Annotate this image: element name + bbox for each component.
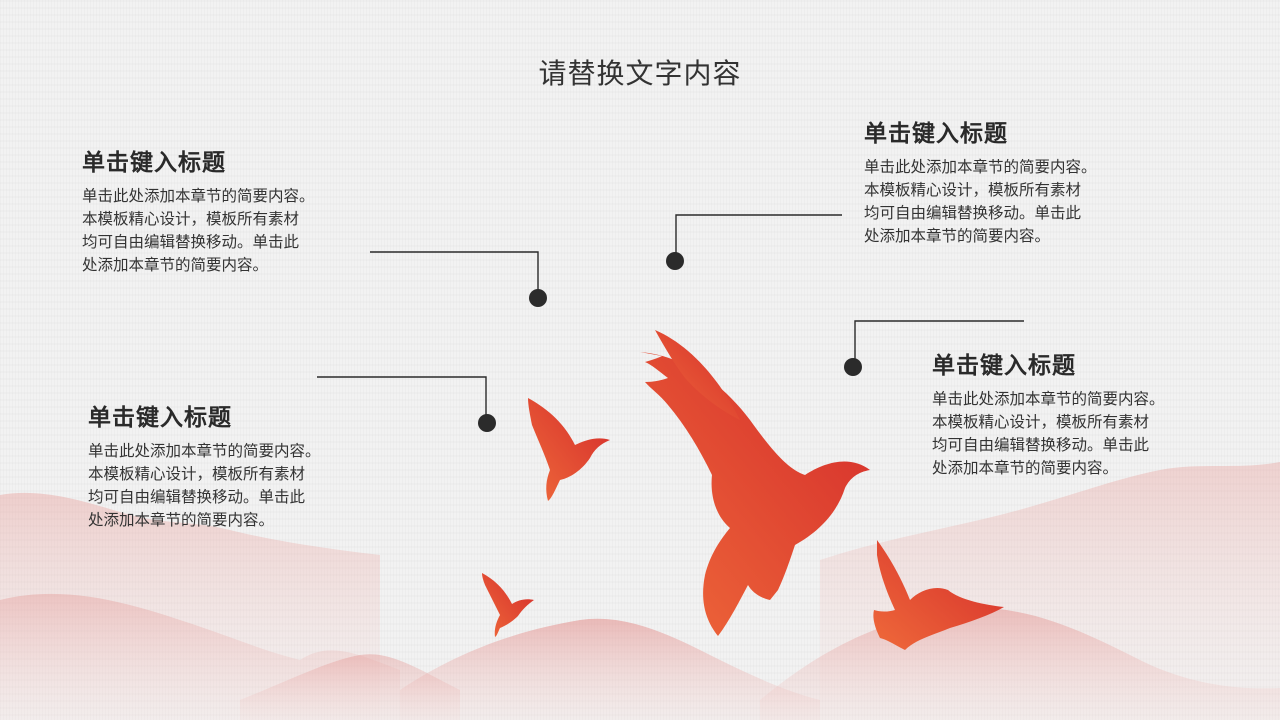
block-title: 单击键入标题 <box>82 150 226 176</box>
connector-1 <box>370 251 547 307</box>
connector-3 <box>317 376 496 432</box>
block-body: 单击此处添加本章节的简要内容。 本模板精心设计，模板所有素材 均可自由编辑替换移… <box>82 187 315 274</box>
connector-dot <box>478 414 496 432</box>
block-body: 单击此处添加本章节的简要内容。 本模板精心设计，模板所有素材 均可自由编辑替换移… <box>864 158 1097 245</box>
text-block-2: 单击键入标题 单击此处添加本章节的简要内容。 本模板精心设计，模板所有素材 均可… <box>864 114 1184 248</box>
connector-dot <box>529 289 547 307</box>
dove-medium <box>528 398 610 501</box>
text-block-4: 单击键入标题 单击此处添加本章节的简要内容。 本模板精心设计，模板所有素材 均可… <box>932 346 1252 480</box>
block-body: 单击此处添加本章节的简要内容。 本模板精心设计，模板所有素材 均可自由编辑替换移… <box>932 390 1165 477</box>
dove-right <box>873 540 1004 650</box>
text-block-3: 单击键入标题 单击此处添加本章节的简要内容。 本模板精心设计，模板所有素材 均可… <box>88 398 408 532</box>
block-title: 单击键入标题 <box>88 405 232 431</box>
block-body: 单击此处添加本章节的简要内容。 本模板精心设计，模板所有素材 均可自由编辑替换移… <box>88 442 321 529</box>
dove-large <box>640 330 870 636</box>
connector-dot <box>666 252 684 270</box>
block-title: 单击键入标题 <box>864 121 1008 147</box>
dove-small <box>482 573 534 637</box>
connector-4 <box>844 320 1024 376</box>
page-title: 请替换文字内容 <box>538 57 742 90</box>
text-block-1: 单击键入标题 单击此处添加本章节的简要内容。 本模板精心设计，模板所有素材 均可… <box>82 143 402 277</box>
connector-dot <box>844 358 862 376</box>
connector-2 <box>666 214 842 270</box>
block-title: 单击键入标题 <box>932 353 1076 379</box>
